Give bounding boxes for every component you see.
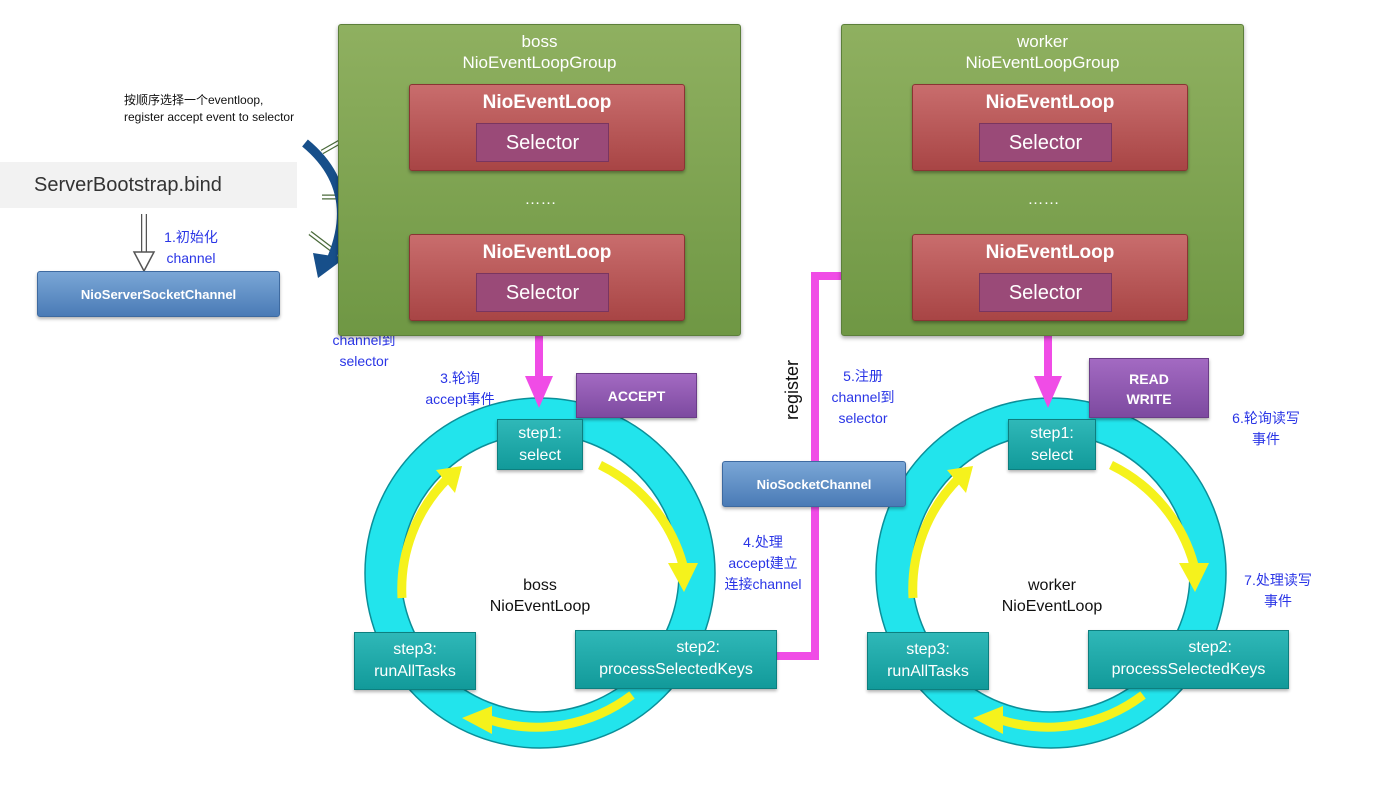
boss-cycle-arrow-left — [397, 474, 452, 599]
step-note-6: 6.轮询读写 事件 — [1220, 408, 1312, 450]
step-note-4-line3: 连接channel — [724, 576, 802, 592]
step-note-7-line2: 事件 — [1264, 593, 1292, 609]
worker-selector-to-step1-head — [1034, 376, 1062, 408]
step-note-3-line2: accept事件 — [425, 391, 495, 407]
worker-event-loop-2-selector: Selector — [979, 273, 1112, 312]
boss-event-loop-2-title: NioEventLoop — [482, 242, 612, 263]
nio-server-socket-channel-label: NioServerSocketChannel — [80, 287, 237, 302]
boss-event-loop-1: NioEventLoop Selector — [409, 84, 685, 171]
boss-group-title: boss NioEventLoopGroup — [339, 31, 740, 73]
boss-cycle-arrow-bottom — [488, 691, 635, 732]
accept-event-badge: ACCEPT — [576, 373, 697, 418]
step-note-2-line2: channel到 — [332, 332, 396, 348]
step-note-3: 3.轮询 accept事件 — [405, 368, 515, 410]
accept-event-badge-label: ACCEPT — [607, 388, 666, 404]
worker-group-title-line2: NioEventLoopGroup — [965, 53, 1120, 72]
step-note-5-line2: channel到 — [831, 389, 895, 405]
boss-step3-run-all-tasks: step3: runAllTasks — [354, 632, 476, 690]
worker-cycle-center-line2: NioEventLoop — [1001, 598, 1103, 615]
boss-group-title-line1: boss — [521, 32, 558, 51]
worker-step1-line1: step1: — [1030, 425, 1074, 442]
nio-socket-channel: NioSocketChannel — [722, 461, 906, 507]
step-note-5: 5.注册 channel到 selector — [818, 366, 908, 429]
step-note-3-line1: 3.轮询 — [440, 370, 480, 386]
worker-cycle-arrow-left — [908, 474, 963, 599]
boss-group-ellipsis: …… — [524, 191, 557, 208]
server-bootstrap-bind: ServerBootstrap.bind — [0, 162, 297, 208]
boss-step3-line1: step3: — [393, 641, 437, 658]
worker-step3-run-all-tasks: step3: runAllTasks — [867, 632, 989, 690]
step-note-6-line1: 6.轮询读写 — [1232, 410, 1300, 426]
worker-event-loop-2: NioEventLoop Selector — [912, 234, 1188, 321]
step-note-2-line3: selector — [339, 353, 389, 369]
step-note-6-line2: 事件 — [1252, 431, 1280, 447]
worker-step2-process-selected-keys: step2: processSelectedKeys — [1088, 630, 1289, 689]
step-note-7: 7.处理读写 事件 — [1232, 570, 1324, 612]
boss-event-loop-1-title: NioEventLoop — [482, 92, 612, 113]
worker-event-loop-2-title: NioEventLoop — [985, 242, 1115, 263]
worker-group-title-line1: worker — [1016, 32, 1068, 51]
boss-step1-select: step1: select — [497, 419, 583, 470]
boss-step2-line1: step2: — [676, 639, 720, 656]
worker-step3-line1: step3: — [906, 641, 950, 658]
worker-cycle-center-label: worker NioEventLoop — [972, 575, 1132, 617]
boss-group-title-line2: NioEventLoopGroup — [462, 53, 617, 72]
nio-socket-channel-label: NioSocketChannel — [756, 477, 872, 492]
step-note-4-line2: accept建立 — [728, 555, 798, 571]
boss-step2-line2: processSelectedKeys — [599, 661, 753, 678]
step-note-1-line2: channel — [166, 250, 216, 266]
worker-step2-line2: processSelectedKeys — [1111, 661, 1266, 678]
nio-server-socket-channel: NioServerSocketChannel — [37, 271, 280, 317]
boss-cycle-center-line2: NioEventLoop — [489, 598, 591, 615]
boss-step2-process-selected-keys: step2: processSelectedKeys — [575, 630, 777, 689]
boss-cycle-arrow-left-head — [436, 466, 462, 493]
boss-cycle-center-label: boss NioEventLoop — [460, 575, 620, 617]
read-write-badge-line1: READ — [1129, 371, 1169, 387]
worker-group-ellipsis: …… — [1027, 191, 1060, 208]
boss-event-loop-2-selector: Selector — [476, 273, 609, 312]
step-note-5-line3: selector — [838, 410, 888, 426]
worker-cycle-arrow-left-head — [947, 466, 973, 493]
boss-event-loop-2: NioEventLoop Selector — [409, 234, 685, 321]
worker-cycle-arrow-right-head — [1179, 563, 1209, 592]
worker-cycle-arrow-right — [1109, 460, 1199, 567]
step-note-4-line1: 4.处理 — [743, 534, 783, 550]
step-note-5-line1: 5.注册 — [843, 368, 883, 384]
select-eventloop-note-line1: 按顺序选择一个eventloop, — [124, 93, 264, 107]
worker-cycle-center-line1: worker — [1027, 577, 1076, 594]
worker-cycle-arrow-bottom-head — [973, 706, 1003, 734]
step-note-1-line1: 1.初始化 — [164, 229, 218, 245]
boss-step1-line2: select — [519, 447, 561, 464]
boss-cycle-arrow-bottom-head — [462, 706, 492, 734]
worker-step1-line2: select — [1031, 447, 1073, 464]
step-note-4: 4.处理 accept建立 连接channel — [708, 532, 818, 595]
bind-to-channel-head — [132, 251, 156, 273]
worker-group-title: worker NioEventLoopGroup — [842, 31, 1243, 73]
boss-event-loop-group: boss NioEventLoopGroup NioEventLoop Sele… — [338, 24, 741, 336]
server-bootstrap-bind-label: ServerBootstrap.bind — [34, 174, 222, 196]
boss-cycle-arrow-right — [598, 460, 688, 567]
select-eventloop-note-line2: register accept event to selector — [124, 110, 295, 124]
worker-cycle-arrow-bottom — [999, 691, 1146, 732]
worker-event-loop-1: NioEventLoop Selector — [912, 84, 1188, 171]
worker-step1-select: step1: select — [1008, 419, 1096, 470]
select-eventloop-note: 按顺序选择一个eventloop, register accept event … — [124, 92, 344, 126]
boss-cycle-arrow-right-head — [668, 563, 698, 592]
boss-step3-line2: runAllTasks — [374, 663, 456, 680]
boss-step1-line1: step1: — [518, 425, 562, 442]
read-write-badge-line2: WRITE — [1126, 391, 1172, 407]
boss-event-loop-1-selector: Selector — [476, 123, 609, 162]
step-note-1: 1.初始化 channel — [150, 227, 232, 269]
worker-step3-line2: runAllTasks — [887, 663, 969, 680]
step-note-7-line1: 7.处理读写 — [1244, 572, 1312, 588]
boss-selector-to-step1-head — [525, 376, 553, 408]
worker-event-loop-group: worker NioEventLoopGroup NioEventLoop Se… — [841, 24, 1244, 336]
worker-event-loop-1-selector: Selector — [979, 123, 1112, 162]
boss-cycle-center-line1: boss — [523, 577, 557, 594]
worker-event-loop-1-title: NioEventLoop — [985, 92, 1115, 113]
round-robin-arrow-head — [313, 253, 345, 278]
read-write-event-badge: READ WRITE — [1089, 358, 1209, 418]
register-label: register — [782, 359, 802, 421]
worker-step2-line1: step2: — [1188, 639, 1232, 656]
